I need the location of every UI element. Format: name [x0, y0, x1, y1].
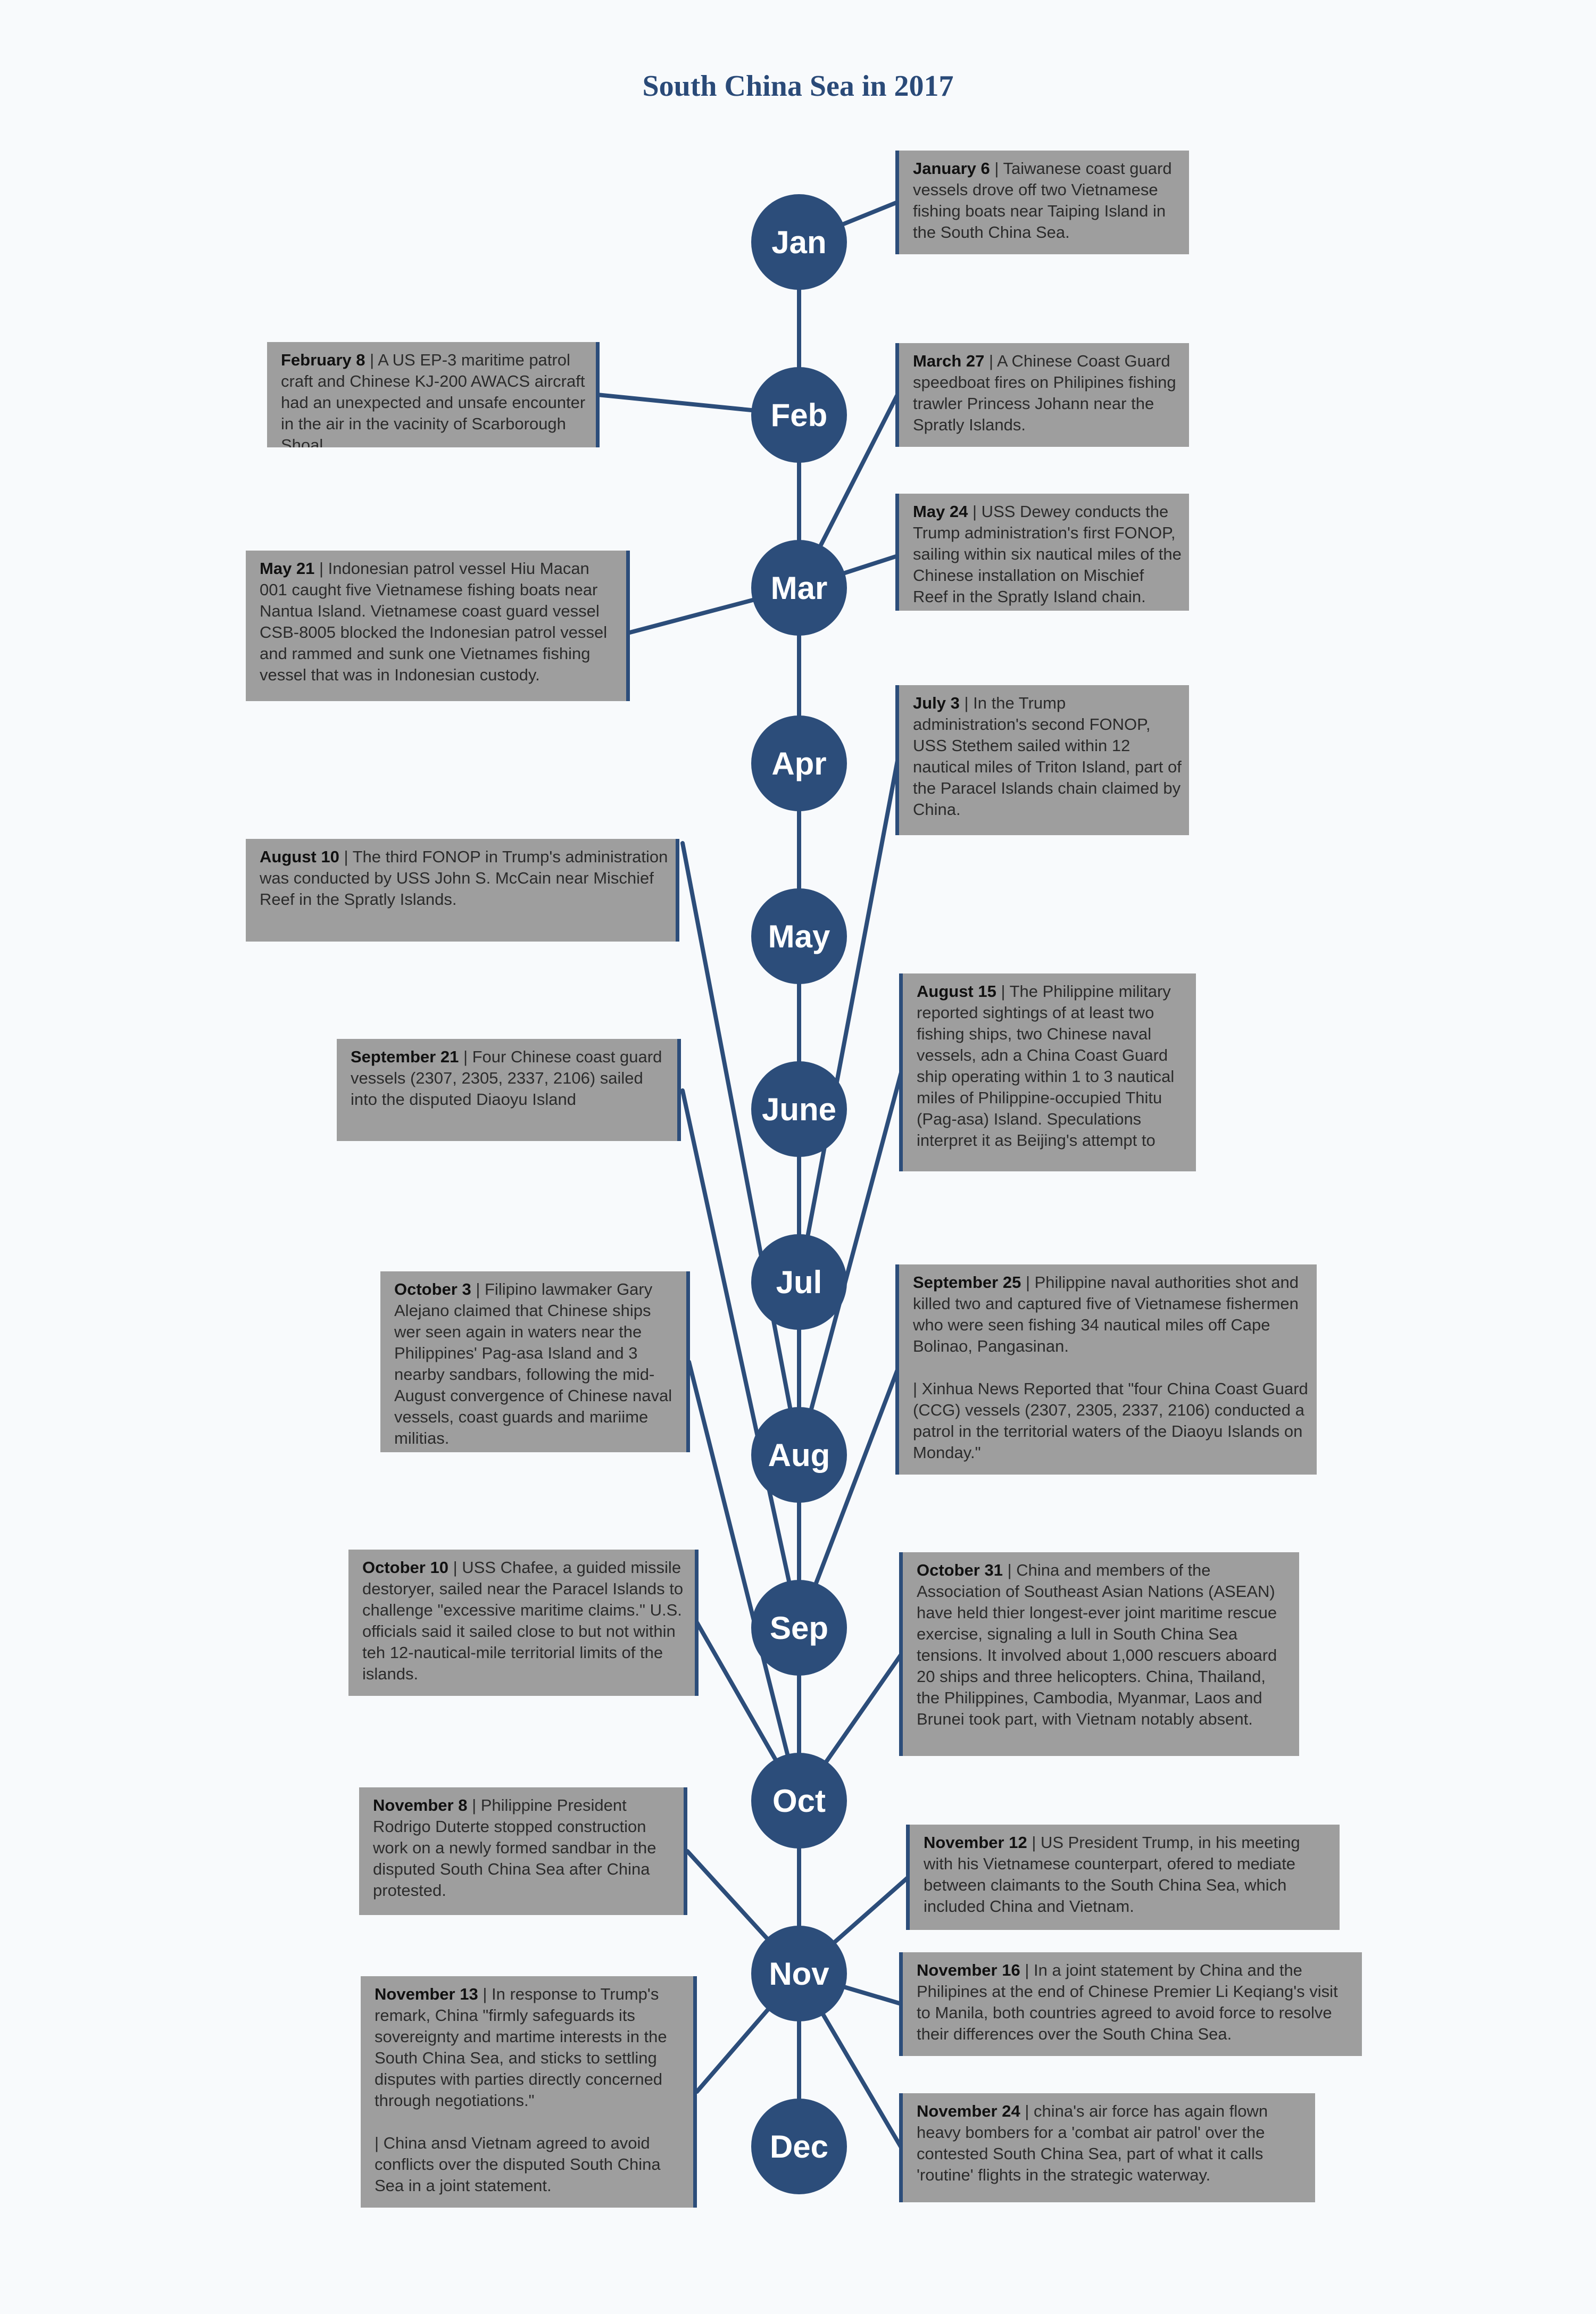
connector-may24 [842, 554, 900, 576]
event-box-aug10: August 10 | The third FONOP in Trump's a… [246, 839, 679, 942]
event-text: | US President Trump, in his meeting wit… [924, 1833, 1300, 1916]
event-date: November 13 [375, 1985, 478, 2003]
event-text: | Filipino lawmaker Gary Alejano claimed… [394, 1280, 672, 1447]
event-text: | china's air force has again flown heav… [917, 2102, 1268, 2184]
month-circle-mar: Mar [751, 540, 847, 636]
month-circle-aug: Aug [751, 1407, 847, 1503]
event-date: May 21 [260, 559, 315, 578]
event-text: | The Philippine military reported sight… [917, 982, 1175, 1150]
event-box-may24: May 24 | USS Dewey conducts the Trump ad… [895, 494, 1189, 611]
month-circle-may: May [751, 888, 847, 984]
connector-oct31 [824, 1652, 903, 1764]
event-date: September 21 [351, 1047, 459, 1066]
month-circle-dec: Dec [751, 2099, 847, 2194]
connector-feb8 [595, 393, 754, 413]
event-date: February 8 [281, 351, 365, 369]
event-box-oct3: October 3 | Filipino lawmaker Gary Aleja… [380, 1271, 690, 1452]
event-text: | In the Trump administration's second F… [913, 694, 1182, 819]
event-text-extra: | Xinhua News Reported that "four China … [913, 1379, 1308, 1462]
event-text: | The third FONOP in Trump's administrat… [260, 847, 668, 909]
month-circle-sep: Sep [751, 1580, 847, 1676]
event-date: November 24 [917, 2102, 1020, 2120]
month-circle-june: June [751, 1061, 847, 1157]
page-title: South China Sea in 2017 [642, 70, 954, 103]
event-box-oct10: October 10 | USS Chafee, a guided missil… [348, 1550, 699, 1696]
event-box-sep25: September 25 | Philippine naval authorit… [895, 1264, 1317, 1475]
event-date: November 16 [917, 1961, 1020, 1979]
event-box-sep21: September 21 | Four Chinese coast guard … [337, 1039, 681, 1141]
event-text: | Indonesian patrol vessel Hiu Macan 001… [260, 559, 608, 684]
connector-oct10 [695, 1620, 778, 1761]
connector-oct3 [687, 1360, 790, 1757]
connector-may21 [626, 597, 755, 635]
event-text: | In a joint statement by China and the … [917, 1961, 1338, 2043]
month-circle-jul: Jul [751, 1234, 847, 1330]
event-box-jan6: January 6 | Taiwanese coast guard vessel… [895, 151, 1189, 254]
event-text: | Philippine naval authorities shot and … [913, 1273, 1299, 1355]
event-text: | Four Chinese coast guard vessels (2307… [351, 1047, 662, 1109]
event-date: October 3 [394, 1280, 471, 1298]
event-text: | Taiwanese coast guard vessels drove of… [913, 159, 1172, 242]
connector-sep25 [814, 1368, 900, 1585]
connector-nov24 [821, 2012, 903, 2150]
month-circle-nov: Nov [751, 1926, 847, 2021]
event-box-jul3: July 3 | In the Trump administration's s… [895, 685, 1189, 835]
event-text: | USS Chafee, a guided missile destoryer… [362, 1558, 684, 1683]
event-date: October 31 [917, 1561, 1003, 1579]
event-date: May 24 [913, 502, 968, 521]
connector-nov13 [695, 2008, 770, 2094]
connector-nov8 [685, 1849, 769, 1941]
event-box-nov16: November 16 | In a joint statement by Ch… [899, 1952, 1362, 2056]
event-box-oct31: October 31 | China and members of the As… [899, 1552, 1299, 1756]
month-circle-oct: Oct [751, 1753, 847, 1849]
event-text: | Philippine President Rodrigo Duterte s… [373, 1796, 656, 1900]
connector-nov16 [843, 1985, 903, 2006]
event-box-nov12: November 12 | US President Trump, in his… [906, 1825, 1340, 1930]
event-box-may21: May 21 | Indonesian patrol vessel Hiu Ma… [246, 551, 630, 701]
event-box-nov24: November 24 | china's air force has agai… [899, 2093, 1315, 2202]
connector-sep21 [680, 1088, 791, 1584]
event-date: October 10 [362, 1558, 448, 1577]
month-circle-jan: Jan [751, 194, 847, 290]
event-date: September 25 [913, 1273, 1021, 1292]
event-box-aug15: August 15 | The Philippine military repo… [899, 973, 1196, 1171]
event-date: July 3 [913, 694, 960, 712]
event-text: | China and members of the Association o… [917, 1561, 1277, 1728]
event-date: March 27 [913, 352, 985, 370]
connector-jul3 [805, 759, 900, 1237]
event-text: | A US EP-3 maritime patrol craft and Ch… [281, 351, 586, 447]
event-date: January 6 [913, 159, 990, 178]
event-date: November 12 [924, 1833, 1027, 1852]
month-circle-feb: Feb [751, 367, 847, 463]
event-box-feb8: February 8 | A US EP-3 maritime patrol c… [267, 342, 600, 447]
event-date: November 8 [373, 1796, 468, 1814]
connector-jan6 [841, 200, 900, 227]
event-box-mar27: March 27 | A Chinese Coast Guard speedbo… [895, 343, 1189, 447]
month-circle-apr: Apr [751, 715, 847, 811]
connector-nov12 [833, 1875, 910, 1944]
event-text: | A Chinese Coast Guard speedboat fires … [913, 352, 1176, 434]
event-date: August 10 [260, 847, 339, 866]
connector-mar27 [818, 393, 900, 547]
event-date: August 15 [917, 982, 996, 1001]
event-text: | USS Dewey conducts the Trump administr… [913, 502, 1182, 606]
event-text-extra: | China ansd Vietnam agreed to avoid con… [375, 2134, 661, 2195]
connector-aug15 [809, 1070, 903, 1411]
event-text: | In response to Trump's remark, China "… [375, 1985, 667, 2110]
event-box-nov8: November 8 | Philippine President Rodrig… [359, 1787, 687, 1915]
event-box-nov13: November 13 | In response to Trump's rem… [361, 1976, 697, 2208]
